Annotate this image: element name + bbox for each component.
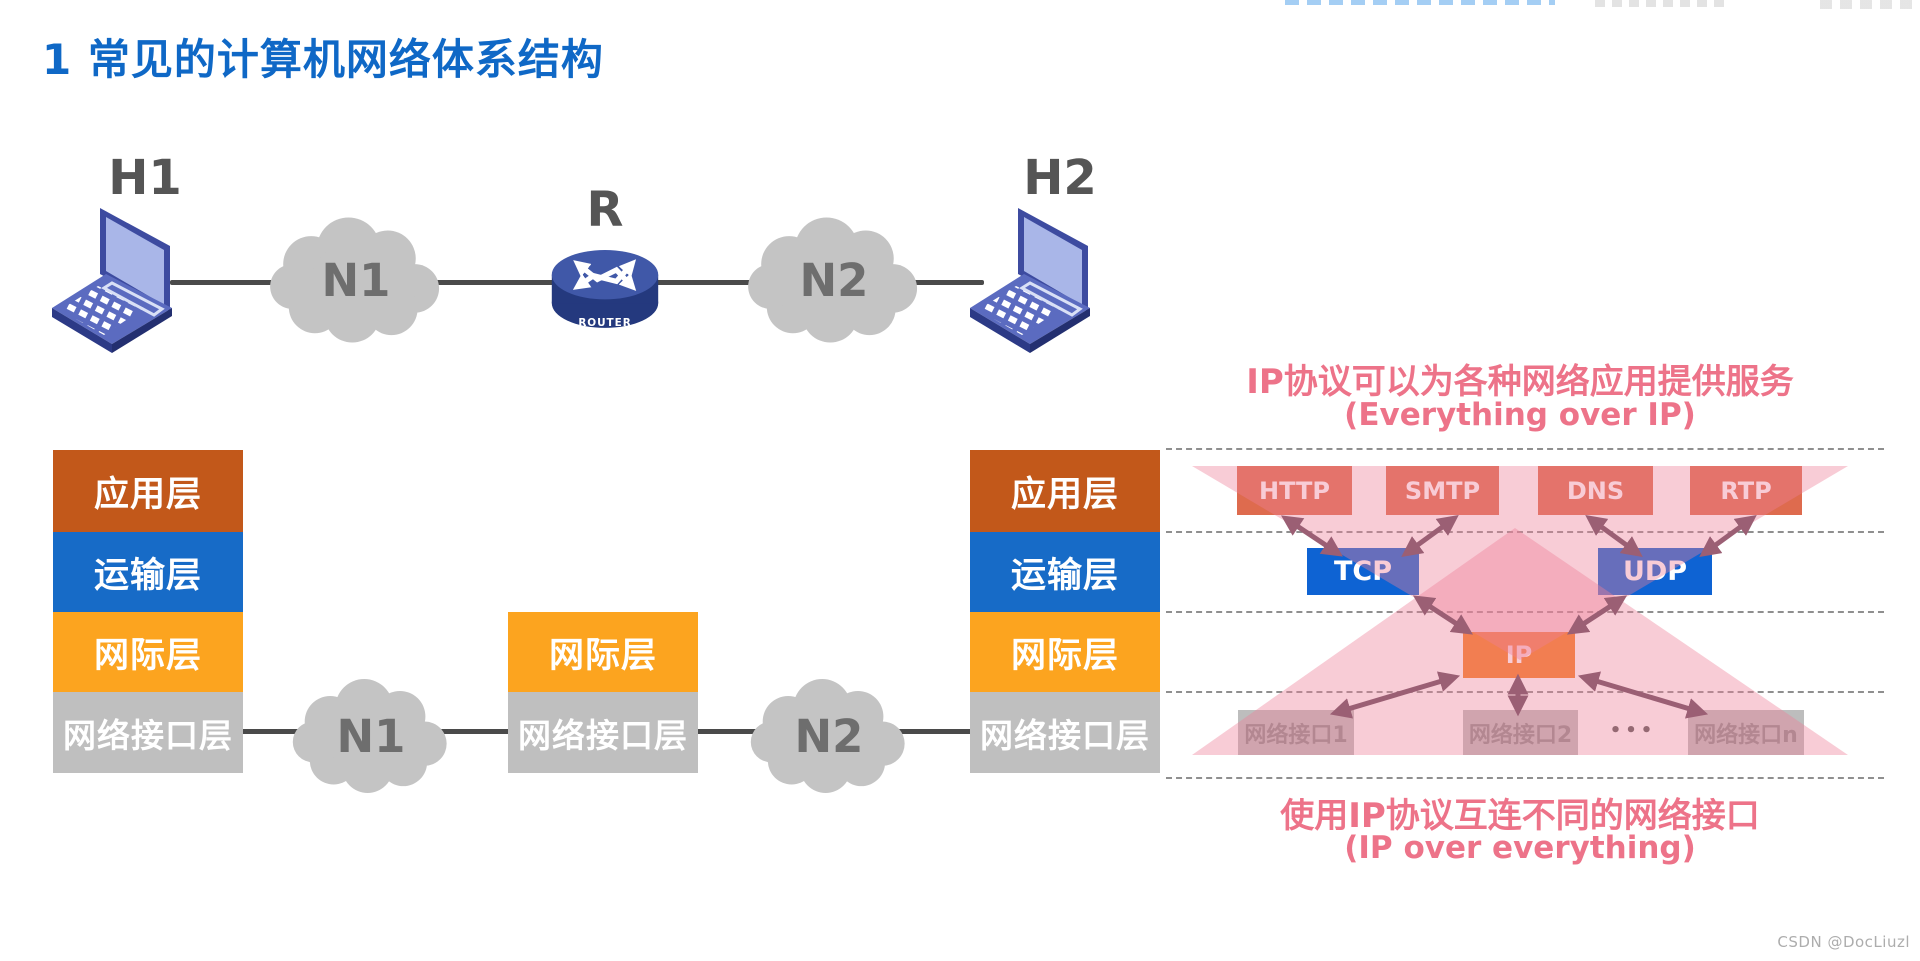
layer-network-interface: 网络接口层 [53, 692, 243, 773]
link-n1-router [436, 280, 564, 285]
host1-label: H1 [108, 150, 182, 206]
caption-everything-over-ip-zh: IP协议可以为各种网络应用提供服务 [1246, 362, 1794, 402]
layer-internet: 网际层 [508, 612, 698, 692]
cloud-label: N1 [336, 709, 406, 763]
layer-transport: 运输层 [53, 532, 243, 612]
protocol-box-smtp: SMTP [1386, 466, 1499, 515]
layer-application: 应用层 [970, 450, 1160, 532]
dashed-separator [1166, 691, 1884, 693]
link-stack1-n1 [240, 729, 310, 734]
ellipsis-app-right: ••• [1653, 482, 1689, 498]
arrow-tcp-ip [1412, 595, 1474, 635]
top-edge-artifact-blue [1285, 0, 1555, 5]
cloud-label: N1 [321, 253, 391, 307]
cloud-label: N2 [794, 709, 864, 763]
network-cloud-n1-bottom: N1 [286, 662, 456, 810]
dashed-separator [1166, 611, 1884, 613]
host2-protocol-stack: 应用层 运输层 网际层 网络接口层 [970, 450, 1160, 773]
arrow-udp-ip [1566, 595, 1628, 635]
protocol-box-udp: UDP [1598, 548, 1712, 595]
ellipsis-interfaces: ••• [1609, 720, 1657, 741]
host2-label: H2 [1023, 150, 1097, 206]
link-h1-n1 [170, 280, 288, 285]
protocol-box-rtp: RTP [1690, 466, 1802, 515]
protocol-box-dns: DNS [1538, 466, 1653, 515]
arrow-rtp-udp [1699, 515, 1757, 557]
network-cloud-n2-bottom: N2 [744, 662, 914, 810]
top-edge-artifact-gray2 [1820, 0, 1915, 9]
dashed-separator [1166, 777, 1884, 779]
laptop-icon [52, 208, 172, 353]
router-protocol-stack: 网际层 网络接口层 [508, 612, 698, 773]
router-letter-label: R [586, 182, 624, 238]
cloud-icon [292, 679, 447, 793]
router-icon: ROUTER [551, 250, 659, 329]
interface-box-1: 网络接口1 [1238, 710, 1354, 755]
protocol-box-ip: IP [1463, 632, 1575, 678]
layer-application: 应用层 [53, 450, 243, 532]
layer-internet: 网际层 [53, 612, 243, 692]
caption-ip-over-everything-en: (IP over everything) [1344, 830, 1696, 866]
host1-protocol-stack: 应用层 运输层 网际层 网络接口层 [53, 450, 243, 773]
cloud-icon [270, 217, 440, 343]
cloud-icon [750, 679, 905, 793]
network-cloud-n1: N1 [262, 210, 450, 350]
caption-everything-over-ip-en: (Everything over IP) [1344, 397, 1696, 433]
interface-box-2: 网络接口2 [1463, 710, 1578, 755]
watermark: CSDN @DocLiuzl [1777, 933, 1910, 951]
interface-box-n: 网络接口n [1688, 710, 1804, 755]
layer-transport: 运输层 [970, 532, 1160, 612]
link-router-n2 [648, 280, 764, 285]
layer-network-interface: 网络接口层 [970, 692, 1160, 773]
link-n2-stack2 [896, 729, 980, 734]
page-title: 1 常见的计算机网络体系结构 [42, 35, 604, 84]
link-routerstack-n2 [686, 729, 762, 734]
protocol-box-tcp: TCP [1307, 548, 1419, 595]
link-n2-h2 [884, 280, 984, 285]
laptop-icon [970, 208, 1090, 353]
router-caption: ROUTER [578, 317, 631, 329]
dashed-separator [1166, 531, 1884, 533]
arrow-ip-iface1 [1329, 671, 1461, 719]
layer-internet: 网际层 [970, 612, 1160, 692]
caption-ip-over-everything-zh: 使用IP协议互连不同的网络接口 [1280, 796, 1760, 836]
ellipsis-app-left: ••• [1352, 482, 1388, 498]
dashed-separator [1166, 448, 1884, 450]
arrow-ip-ifacen [1577, 671, 1709, 719]
top-edge-artifact-gray1 [1595, 0, 1725, 7]
link-n1-routerstack [440, 729, 520, 734]
layer-network-interface: 网络接口层 [508, 692, 698, 773]
protocol-box-http: HTTP [1237, 466, 1352, 515]
